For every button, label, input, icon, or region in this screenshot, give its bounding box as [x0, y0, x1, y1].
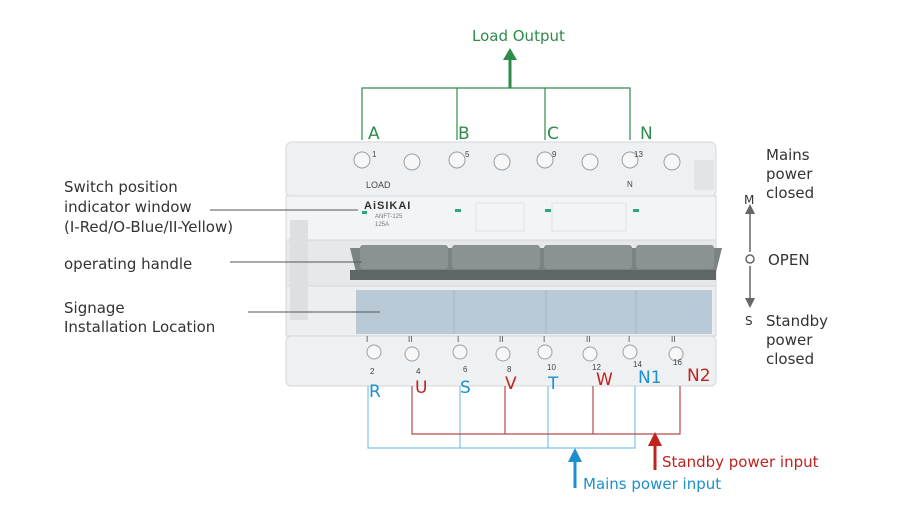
phase-r-label: R	[369, 382, 381, 402]
indicator-window-label-line1: Switch position	[64, 178, 178, 196]
standby-input-arrow	[648, 432, 662, 470]
phase-n2-label: N2	[687, 366, 711, 386]
model-text: ANFT-125	[375, 214, 403, 220]
phase-a-label: A	[368, 124, 380, 144]
phase-u-label: U	[415, 378, 428, 398]
pos-mark-5: I	[543, 335, 546, 344]
pos-mark-6: II	[586, 335, 591, 344]
phase-t-label: T	[548, 374, 559, 394]
mains-input-arrow	[568, 448, 582, 488]
phase-b-label: B	[458, 124, 470, 144]
terminal-4: 4	[416, 367, 421, 376]
standby-input-label: Standby power input	[662, 453, 819, 471]
terminal-n-mark: N	[627, 180, 633, 189]
indicator-window-label-line2: indicator window	[64, 198, 192, 216]
standby-closed-line2: power	[766, 331, 813, 349]
mains-wiring	[367, 386, 636, 449]
pos-mark-7: I	[628, 335, 631, 344]
terminal-8: 8	[507, 365, 512, 374]
mains-closed-line3: closed	[766, 184, 815, 202]
indicator-window-label-line3: (I-Red/O-Blue/II-Yellow)	[64, 218, 234, 236]
brand-logo: AiSIKAI	[364, 200, 412, 212]
standby-wiring	[411, 386, 681, 435]
phase-n-label: N	[640, 124, 653, 144]
terminal-10: 10	[547, 363, 556, 372]
pos-mark-4: II	[499, 335, 504, 344]
operating-handle[interactable]	[350, 245, 722, 280]
phase-s-label: S	[460, 378, 471, 398]
phase-v-label: V	[505, 374, 517, 394]
phase-c-label: C	[547, 124, 559, 144]
pos-mark-3: I	[457, 335, 460, 344]
top-terminals	[353, 151, 681, 171]
load-output-wiring	[361, 87, 631, 140]
mains-closed-line2: power	[766, 165, 813, 183]
phase-n1-label: N1	[638, 368, 662, 388]
terminal-1: 1	[372, 150, 377, 159]
position-s-letter: S	[745, 314, 753, 328]
terminal-9: 9	[552, 150, 557, 159]
position-m-letter: M	[744, 193, 755, 207]
terminal-13: 13	[634, 150, 643, 159]
standby-closed-line3: closed	[766, 350, 815, 368]
load-output-title: Load Output	[472, 27, 565, 45]
terminal-6: 6	[463, 365, 468, 374]
position-indicator	[745, 204, 755, 308]
open-label: OPEN	[768, 251, 810, 269]
bottom-terminals	[366, 344, 684, 362]
terminal-2: 2	[370, 367, 375, 376]
terminal-5: 5	[465, 150, 470, 159]
standby-closed-line1: Standby	[766, 312, 829, 330]
phase-w-label: W	[596, 370, 613, 390]
signage-label-line1: Signage	[64, 299, 125, 317]
pos-mark-8: II	[671, 335, 676, 344]
rating-text: 125A	[375, 222, 390, 228]
mains-input-label: Mains power input	[583, 475, 722, 493]
mains-closed-line1: Mains	[766, 146, 810, 164]
signage-area	[356, 290, 712, 334]
terminal-16: 16	[673, 358, 682, 367]
signage-label-line2: Installation Location	[64, 318, 216, 336]
load-output-arrow	[503, 48, 517, 88]
load-mark: LOAD	[366, 180, 391, 190]
terminal-12: 12	[592, 363, 601, 372]
pos-mark-2: II	[408, 335, 413, 344]
callout-lines	[210, 209, 380, 313]
pos-mark-1: I	[366, 335, 369, 344]
indicator-marks	[362, 202, 639, 232]
operating-handle-label: operating handle	[64, 255, 193, 273]
terminal-14: 14	[633, 360, 642, 369]
